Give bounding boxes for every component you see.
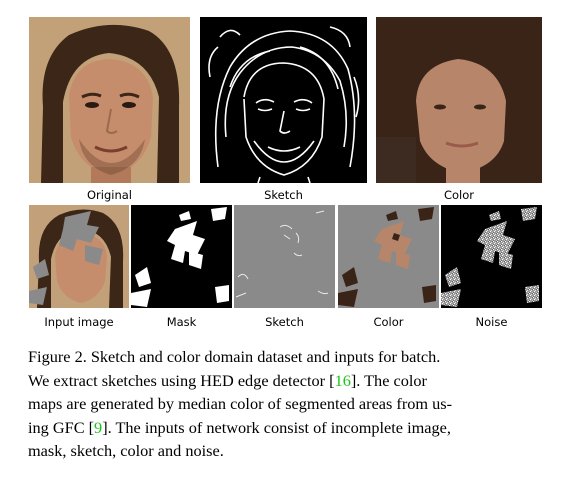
caption-line-2: We extract sketches using HED edge detec…	[28, 369, 550, 393]
color-input-image	[338, 205, 439, 308]
mask-label: Mask	[166, 315, 197, 329]
color-input-label: Color	[373, 315, 404, 329]
caption-line-2-text-a: We extract sketches using HED edge detec…	[28, 370, 335, 390]
original-label: Original	[86, 188, 132, 202]
color-map-image	[376, 17, 542, 183]
sketch-input-label: Sketch	[265, 315, 304, 329]
figure-caption: Figure 2. Sketch and color domain datase…	[28, 345, 550, 463]
noise-label: Noise	[475, 315, 508, 329]
caption-line-4-text-b: ]. The inputs of network consist of inco…	[102, 417, 451, 437]
caption-line-1: Figure 2. Sketch and color domain datase…	[28, 347, 441, 366]
caption-line-4: ing GFC [9]. The inputs of network consi…	[28, 416, 550, 440]
caption-line-5: mask, sketch, color and noise.	[28, 441, 224, 461]
citation-link-16[interactable]: 16	[334, 370, 351, 390]
mask-image	[131, 205, 232, 308]
citation-link-9[interactable]: 9	[94, 417, 103, 437]
caption-line-2-text-b: ]. The color	[350, 370, 427, 390]
noise-image	[441, 205, 542, 308]
sketch-label-top: Sketch	[264, 188, 303, 202]
sketch-image	[200, 17, 367, 183]
original-face-image	[29, 17, 190, 183]
color-label-top: Color	[443, 188, 475, 202]
input-image	[29, 205, 129, 308]
caption-line-4-text-a: ing GFC [	[28, 417, 95, 437]
input-image-label: Input image	[44, 315, 114, 329]
caption-line-3: maps are generated by median color of se…	[28, 394, 453, 414]
sketch-input-image	[234, 205, 335, 308]
